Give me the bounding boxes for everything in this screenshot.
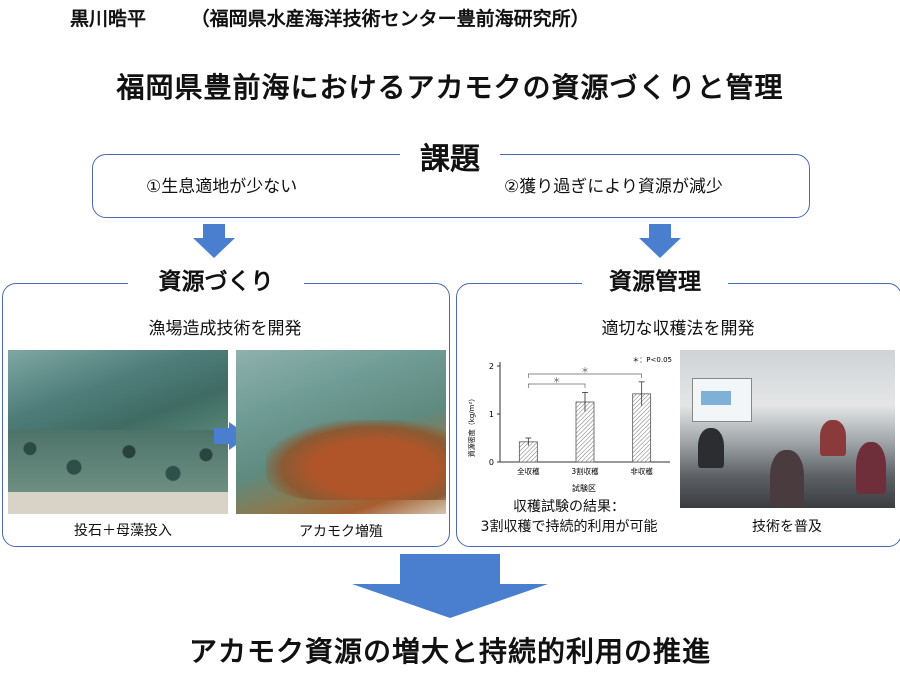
resource-management-label: 資源管理 xyxy=(582,262,728,296)
resource-building-subtitle: 漁場造成技術を開発 xyxy=(148,319,302,339)
chart-xtick-label: 全収穫 xyxy=(517,466,540,476)
chart-ytick-label: 2 xyxy=(489,362,494,371)
chart-xtick-label: 3割収穫 xyxy=(571,466,599,476)
chart-significance-marker: ＊ xyxy=(581,366,589,375)
chart-ytick-label: 0 xyxy=(489,458,494,467)
chart-annotation: ＊：P<0.05 xyxy=(632,356,672,364)
chart-significance-marker: ＊ xyxy=(553,376,561,385)
issue-item-2: ②獲り過ぎにより資源が減少 xyxy=(504,177,723,197)
chart-xtick-label: 非収穫 xyxy=(630,466,653,476)
photo-caption-seminar: 技術を普及 xyxy=(752,519,822,535)
chart-significance-bracket xyxy=(527,373,643,378)
chart-xlabel: 試験区 xyxy=(572,483,596,493)
resource-management-subtitle: 適切な収穫法を開発 xyxy=(601,319,755,339)
photo-caption-akamoku-growth: アカモク増殖 xyxy=(299,524,383,540)
chart-ylabel: 資源密度（kg/m²） xyxy=(467,395,476,457)
harvest-test-chart: 資源密度（kg/m²） ＊：P<0.05 試験区 0 1 2 全収穫 3割収穫 非収穫 ＊ ＊ xyxy=(467,356,672,493)
conclusion-text: アカモク資源の増大と持続的利用の推進 xyxy=(188,635,711,668)
author-name: 黒川晧平 xyxy=(70,8,147,30)
author-line: 黒川晧平 （福岡県水産海洋技術センター豊前海研究所） xyxy=(70,4,590,31)
extension-seminar-photo xyxy=(680,350,895,508)
page-title: 福岡県豊前海におけるアカモクの資源づくりと管理 xyxy=(116,71,784,104)
issues-label: 課題 xyxy=(400,134,500,178)
rock-placement-photo xyxy=(8,350,228,514)
chart-significance-bracket xyxy=(527,383,586,388)
chart-ytick-label: 1 xyxy=(489,410,494,419)
photo-caption-rock-placement: 投石＋母藻投入 xyxy=(74,523,172,539)
issue-item-1: ①生息適地が少ない xyxy=(146,177,298,197)
result-line-1: 収穫試験の結果： xyxy=(513,499,625,515)
akamoku-growth-photo xyxy=(236,350,446,514)
result-line-2: 3割収穫で持続的利用が可能 xyxy=(480,519,658,535)
author-affiliation: （福岡県水産海洋技術センター豊前海研究所） xyxy=(190,8,590,30)
resource-building-label: 資源づくり xyxy=(128,262,304,296)
